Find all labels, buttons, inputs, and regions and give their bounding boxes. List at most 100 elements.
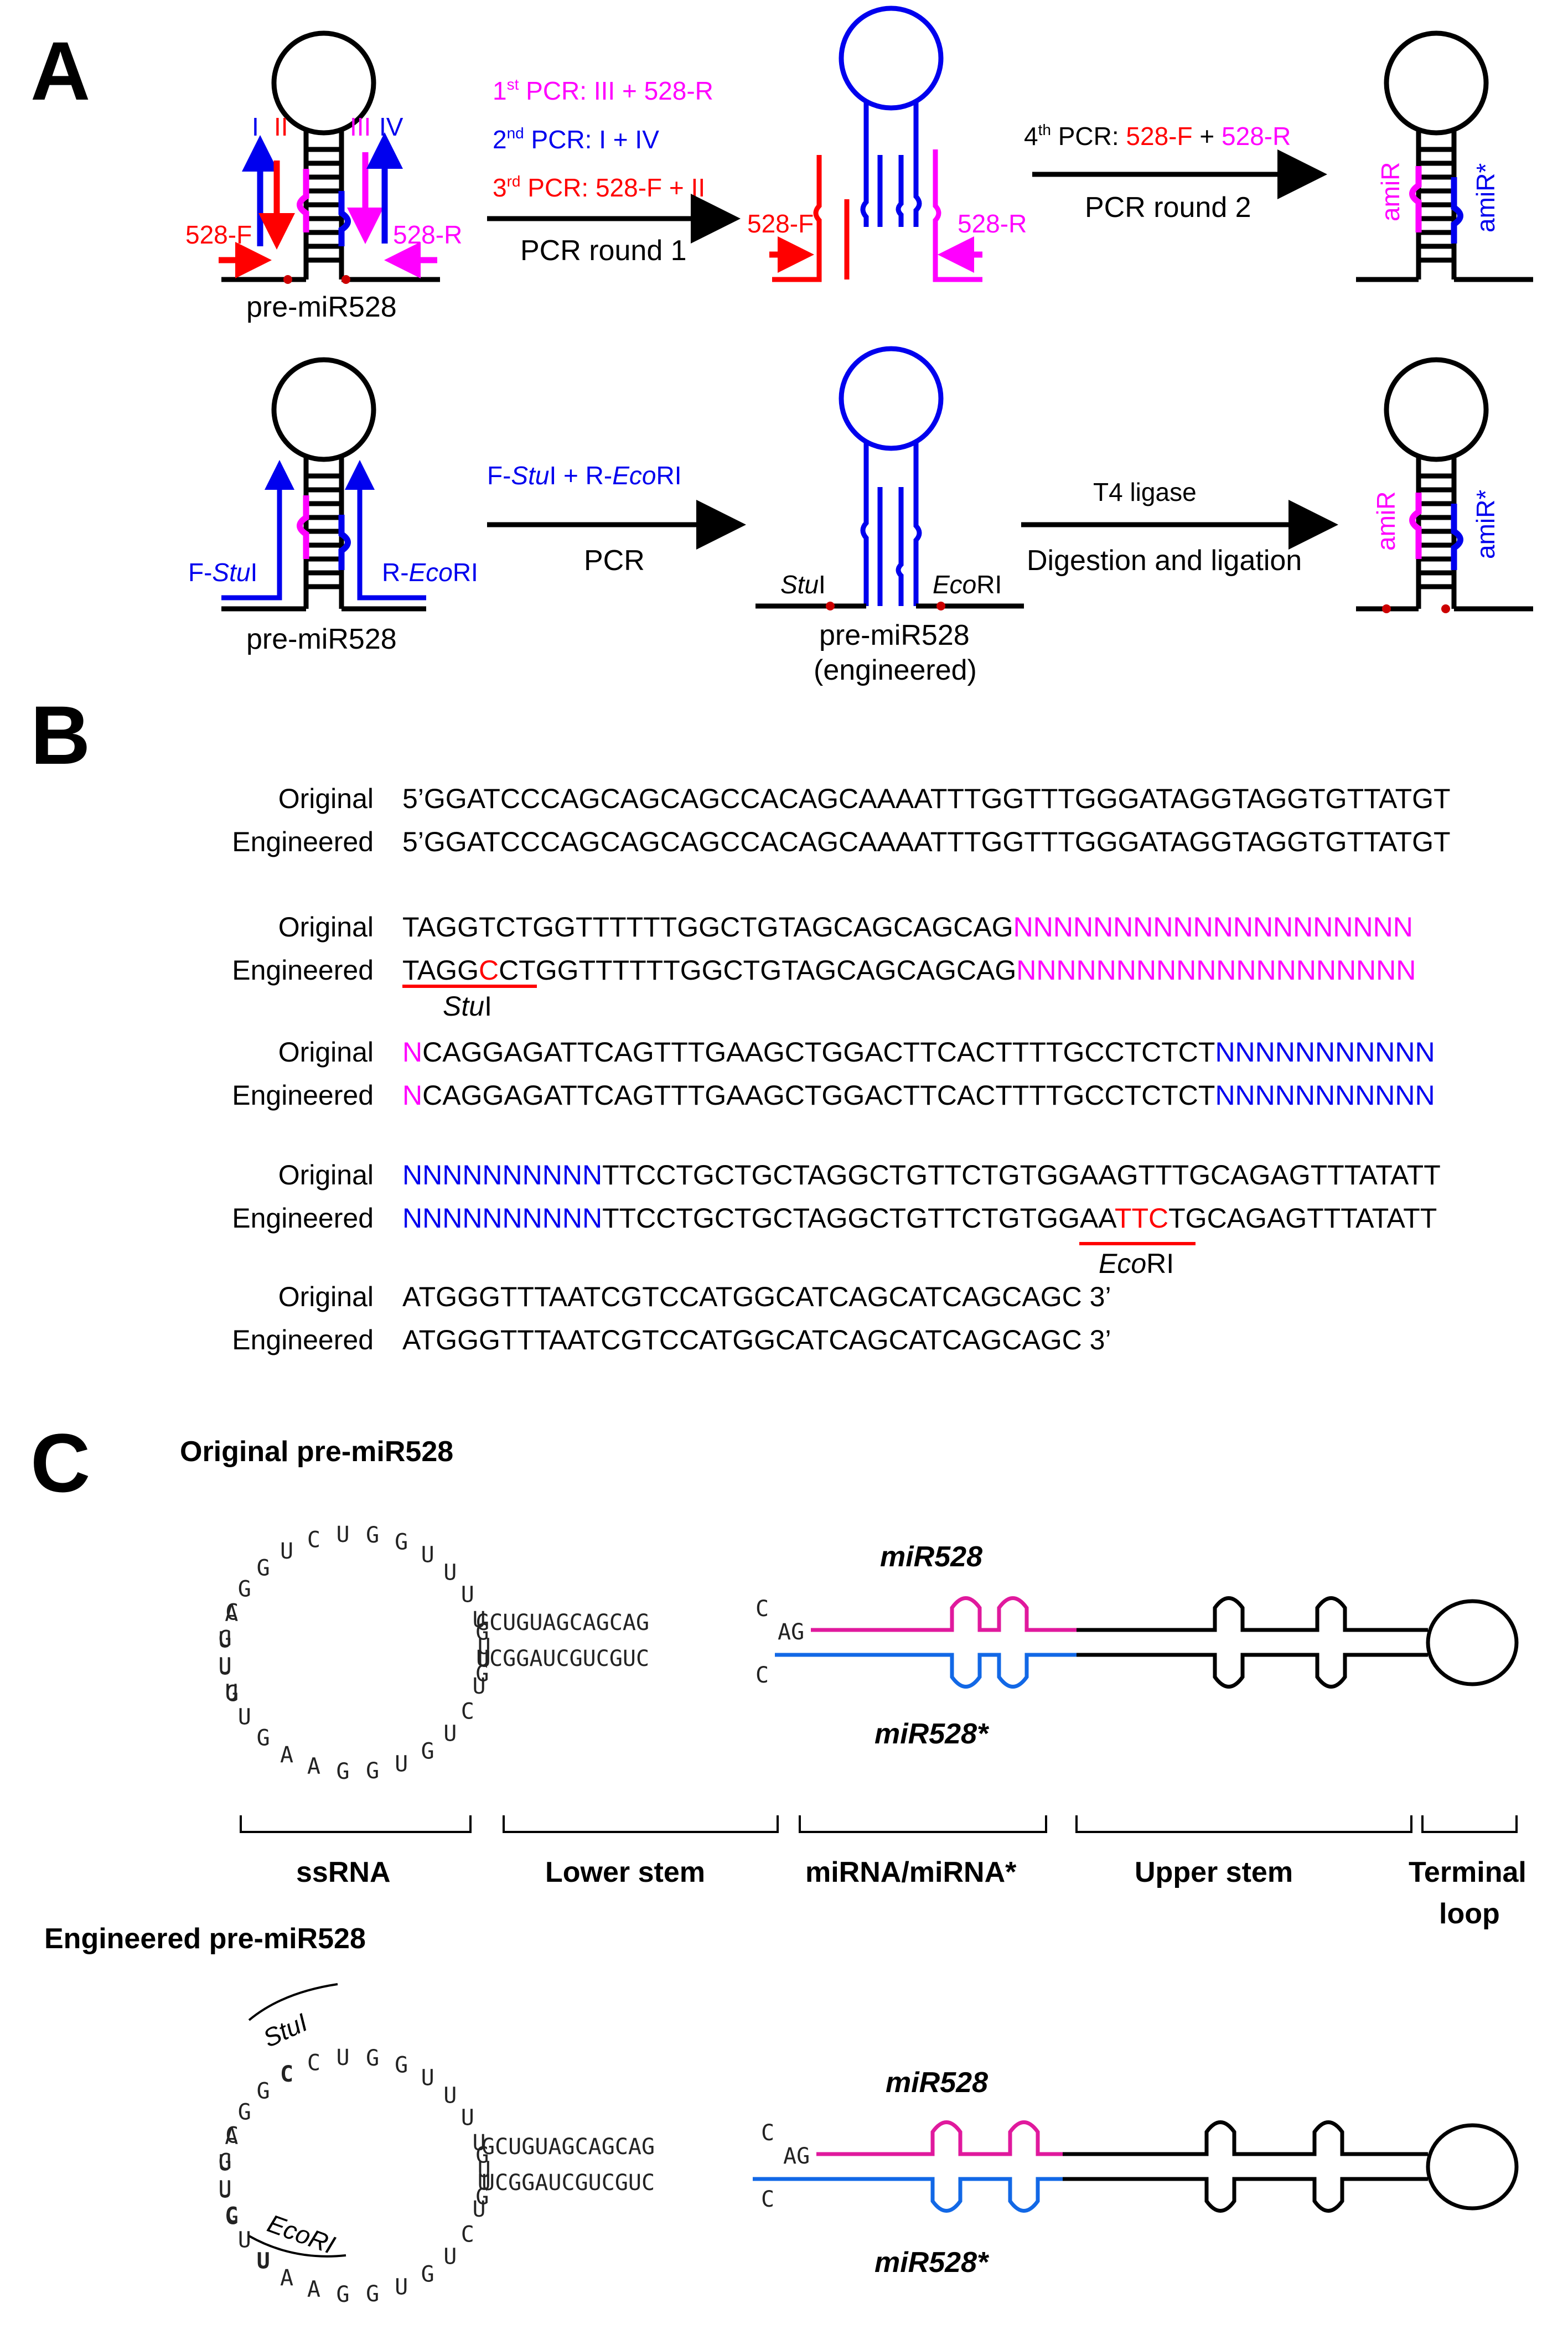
region-upper-stem: Upper stem — [1135, 1856, 1293, 1888]
row-label-engineered: Engineered — [232, 1324, 374, 1355]
sequence-original: NNNNNNNNNNTTCCTGCTGCTAGGCTGTTCTGTGGAAGTT… — [402, 1160, 1441, 1190]
bulge-c-bottom: C — [755, 1663, 769, 1688]
nucleotide: U — [478, 2170, 491, 2196]
cut-site-dot — [341, 275, 350, 284]
nucleotide: U — [395, 1751, 408, 1777]
lower-stem-top-eng: GCUGUAGCAGCAG — [482, 2134, 655, 2160]
nucleotide: G — [219, 1626, 232, 1652]
ecori-label-c: EcoRI — [264, 2209, 339, 2260]
nucleotide: U — [443, 2083, 457, 2109]
cut-site-dot — [283, 275, 292, 284]
nucleotide: G — [395, 1530, 408, 1555]
nucleotide: G — [475, 2143, 489, 2168]
sequence-original: 5’GGATCCCAGCAGCAGCCACAGCAAAATTTGGTTTGGGA… — [402, 783, 1451, 814]
amir-star-segment-row1 — [1451, 177, 1463, 244]
ecori-site-label-b: EcoRI — [1099, 1248, 1174, 1279]
mir528-star-label-original: miR528* — [874, 1718, 990, 1750]
nucleotide: G — [238, 2100, 251, 2125]
amir-star-label-row2: amiR* — [1471, 490, 1500, 559]
pcr-round2-label: PCR round 2 — [1085, 191, 1251, 224]
nucleotide: U — [473, 1674, 486, 1699]
primer-528r-label: 528-R — [393, 220, 462, 249]
nucleotide: G — [475, 2184, 489, 2209]
sequence-engineered: 5’GGATCCCAGCAGCAGCCACAGCAAAATTTGGTTTGGGA… — [402, 826, 1451, 857]
pcr4-text: 4th PCR: 528-F + 528-R — [1024, 121, 1291, 151]
mir-segment-pink-row2 — [297, 495, 309, 559]
nucleotide: U — [421, 1542, 434, 1568]
bulge-ag-eng: AG — [783, 2144, 810, 2169]
primer-528f-label: 528-F — [185, 220, 252, 249]
duplex-original — [775, 1596, 1519, 1689]
nucleotide: A — [307, 2276, 320, 2302]
nucleotide: C — [225, 2123, 239, 2149]
panel-a-letter: A — [30, 24, 90, 117]
nucleotide: U — [443, 2244, 457, 2269]
pcr2-text: 2nd PCR: I + IV — [493, 125, 659, 154]
duplex-engineered — [753, 2120, 1519, 2213]
nucleotide: U — [478, 1634, 491, 1659]
title-original: Original pre-miR528 — [180, 1436, 453, 1468]
stui-label-c: StuI — [258, 2007, 312, 2053]
row-label-engineered: Engineered — [232, 826, 374, 857]
engineered-label-1: pre-miR528 — [819, 619, 970, 651]
ecori-arc — [249, 2235, 346, 2258]
pcr-fragments — [772, 6, 982, 282]
frag-528r-label: 528-R — [958, 209, 1027, 238]
nucleotide: U — [473, 1607, 486, 1633]
nucleotide: U — [218, 1628, 231, 1653]
nucleotide: C — [280, 2062, 293, 2087]
nucleotide: G — [366, 2046, 379, 2071]
cut-site-dot — [1441, 604, 1450, 613]
row-label-original: Original — [278, 1281, 374, 1312]
lower-stem-bottom: UCGGAUCGUCGUC — [476, 1646, 649, 1671]
pcr3-text: 3rd PCR: 528-F + II — [493, 173, 705, 202]
pcr-round1-label: PCR round 1 — [520, 235, 687, 267]
nucleotide: U — [473, 2130, 486, 2156]
mir528-label-engineered: miR528 — [886, 2067, 988, 2099]
panel-b-letter: B — [30, 689, 90, 781]
amir-segment-row1 — [1409, 166, 1422, 232]
bulge-c-top-eng: C — [761, 2120, 774, 2146]
nucleotide: U — [461, 1582, 474, 1608]
nucleotide: U — [395, 2274, 408, 2300]
sequence-engineered: TAGGCCTGGTTTTTTGGCTGTAGCAGCAGCAGNNNNNNNN… — [402, 955, 1416, 986]
region-loop: loop — [1439, 1898, 1500, 1930]
pcr1-text: 1st PCR: III + 528-R — [493, 76, 713, 105]
nucleotide: C — [225, 1600, 239, 1626]
nucleotide: A — [280, 1742, 293, 1768]
t4-ligase-label: T4 ligase — [1093, 478, 1197, 506]
sequence-original: NCAGGAGATTCAGTTTGAAGCTGGACTTCACTTTTGCCTC… — [402, 1037, 1435, 1068]
nucleotide: G — [475, 1661, 489, 1686]
sequence-engineered: NNNNNNNNNNTTCCTGCTGCTAGGCTGTTCTGTGGAATTC… — [402, 1203, 1437, 1234]
nucleotide: U — [478, 1647, 491, 1673]
sequence-engineered: NCAGGAGATTCAGTTTGAAGCTGGACTTCACTTTTGCCTC… — [402, 1080, 1435, 1111]
primer-r-ecori-arrow — [345, 460, 426, 601]
pcr-row2-label: PCR — [584, 545, 645, 577]
nucleotide: U — [336, 1522, 349, 1547]
title-engineered: Engineered pre-miR528 — [44, 1923, 366, 1955]
nucleotide: C — [307, 2051, 320, 2076]
amir-segment-row2 — [1409, 493, 1422, 559]
bulge-c-bottom-eng: C — [761, 2187, 774, 2212]
amir-star-segment-row2 — [1451, 504, 1463, 570]
lower-stem-top: GCUGUAGCAGCAG — [476, 1610, 649, 1635]
primer-II-label: II — [274, 112, 288, 141]
nucleotide: G — [336, 1759, 349, 1784]
nucleotide: G — [366, 2281, 379, 2307]
nucleotide: G — [257, 1555, 270, 1581]
nucleotide: G — [225, 1681, 239, 1707]
stui-site-label: StuI — [780, 570, 826, 599]
nucleotide: U — [218, 2151, 231, 2176]
stui-site-label-b: StuI — [443, 991, 492, 1022]
nucleotide: U — [461, 2105, 474, 2131]
frag-528f-label: 528-F — [747, 209, 814, 238]
primer-I-label: I — [252, 112, 259, 141]
hairpin-pre-mir528-row1 — [221, 30, 440, 282]
nucleotide: G — [421, 2262, 434, 2287]
mir-segment-pink-row1 — [297, 169, 309, 232]
amir-label-row1: amiR — [1376, 162, 1405, 221]
bulge-c-top: C — [755, 1596, 769, 1622]
row-label-engineered: Engineered — [232, 1080, 374, 1111]
nucleotide: G — [421, 1739, 434, 1764]
